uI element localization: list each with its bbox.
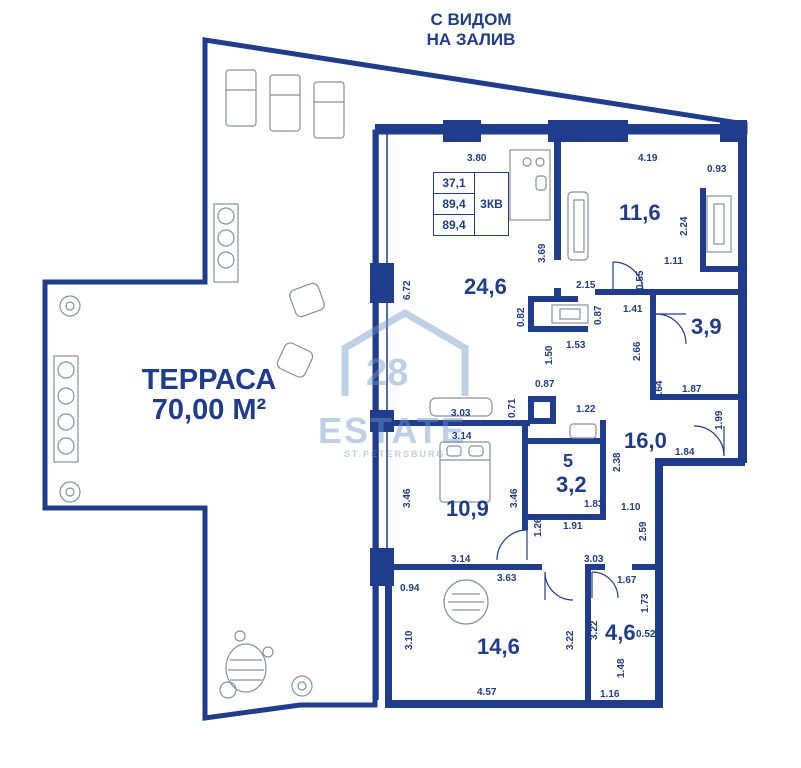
- dimension-label: 1.11: [664, 256, 683, 267]
- dimension-label: 2.66: [632, 341, 643, 361]
- room-area-bath: 3,2: [556, 472, 587, 497]
- dimension-label: 1.10: [621, 502, 641, 513]
- dimension-label: 1.73: [640, 593, 651, 613]
- plant-icon: [59, 295, 313, 697]
- terrace-name: ТЕРРАСА: [141, 364, 277, 396]
- dimension-label: 0.52: [636, 629, 656, 640]
- apartment-type: 3КВ: [480, 197, 503, 211]
- dimension-label: 3.22: [565, 630, 576, 650]
- sun-lounger-icon: [225, 69, 345, 139]
- washbasin-icon: [569, 423, 597, 439]
- view-caption: С ВИДОМ НА ЗАЛИВ: [416, 10, 526, 51]
- dimension-label: 1.67: [617, 575, 637, 586]
- lounge-set-icon: [219, 630, 274, 699]
- tv-stand-icon: [429, 397, 493, 417]
- bed-icon: [439, 441, 491, 503]
- room-area-hall: 16,0: [624, 428, 667, 453]
- room-area-bedroom-ne: 11,6: [619, 200, 661, 225]
- dimension-label: 0.93: [707, 164, 727, 175]
- door-swings: [496, 261, 725, 601]
- outer-walls: [370, 120, 747, 708]
- room-area-bath-ne: 3,9: [691, 314, 722, 339]
- stove-icon: [522, 157, 532, 167]
- terrace-label: ТЕРРАСА 70,00 М²: [124, 365, 294, 426]
- room-area-wc: 4,6: [605, 620, 636, 645]
- dimension-label: 3.46: [509, 488, 520, 508]
- furniture: [53, 69, 732, 699]
- room-area-bedroom-mid: 10,9: [446, 496, 489, 521]
- dimension-label: 0.87: [535, 379, 555, 390]
- dimension-label: 1.26: [533, 517, 544, 537]
- windows: [377, 128, 720, 700]
- dimension-label: 4.57: [477, 687, 497, 698]
- dimension-label: 1.41: [623, 304, 643, 315]
- dimension-label: 3.80: [467, 153, 487, 164]
- dimension-label: 6.72: [402, 280, 413, 300]
- info-row: 89,4: [442, 218, 466, 232]
- info-row: 37,1: [434, 173, 474, 194]
- dimension-label: 1.91: [563, 521, 583, 532]
- dimension-label: 1.53: [566, 340, 586, 351]
- dimension-label: 2.59: [638, 521, 649, 541]
- watermark-name: ESTATE: [318, 410, 467, 451]
- interior-walls: [392, 140, 745, 704]
- dimension-label: 1.48: [616, 658, 627, 678]
- dimension-label: 2.38: [612, 452, 623, 472]
- dimension-label: 0.87: [593, 305, 604, 325]
- dimension-label: 3.14: [451, 554, 471, 565]
- dimension-label: 4.19: [638, 153, 658, 164]
- dimension-label: 3.10: [404, 630, 415, 650]
- watermark-logo: [341, 308, 469, 396]
- watermark-city: ST.PETERSBURG: [344, 449, 446, 459]
- dimension-label: 3.22: [589, 620, 600, 640]
- room-area-bedroom-sw: 14,6: [477, 634, 520, 659]
- watermark-number: 28: [366, 352, 409, 394]
- dimension-label: 0.64: [654, 380, 665, 400]
- dining-table-icon: [443, 579, 489, 625]
- dimension-label: 0.94: [400, 583, 420, 594]
- room-number-bath: 5: [563, 451, 574, 471]
- dimension-label: 2.15: [576, 280, 596, 291]
- dimension-label: 1.83: [584, 499, 604, 510]
- dimension-label: 3.46: [402, 488, 413, 508]
- terrace-area: 70,00 М²: [151, 394, 267, 427]
- dimension-label: 0.55: [635, 270, 646, 290]
- dimension-label: 2.24: [679, 216, 690, 236]
- dimension-label: 1.84: [675, 447, 695, 458]
- cabinet-icon: [551, 304, 589, 324]
- dimension-label: 1.22: [576, 404, 596, 415]
- dimension-label: 3.14: [452, 431, 472, 442]
- dimension-label: 1.16: [600, 689, 620, 700]
- room-area-living: 24,6: [464, 274, 507, 299]
- dimension-label: 0.82: [516, 307, 527, 327]
- wardrobe-icon: [706, 195, 732, 253]
- apartment-info-box: 37,1 89,4 89,4 3КВ: [433, 172, 509, 236]
- dimension-label: 0.71: [507, 398, 518, 418]
- sofa-icon: [567, 191, 589, 261]
- dimension-label: 3.63: [497, 573, 517, 584]
- dimension-label: 1.87: [682, 384, 702, 395]
- sink-icon: [535, 175, 547, 191]
- view-caption-line1: С ВИДОМ: [430, 10, 512, 29]
- dimension-label: 1.99: [714, 410, 725, 430]
- armchair-icon: [276, 282, 325, 378]
- dimension-label: 3.03: [584, 554, 604, 565]
- dimension-label: 3.03: [451, 408, 471, 419]
- kitchen-counter-icon: [509, 149, 551, 221]
- dimension-label: 1.50: [544, 345, 555, 365]
- view-caption-line2: НА ЗАЛИВ: [426, 30, 516, 50]
- planter-icon: [53, 203, 239, 463]
- dimension-label: 3.69: [537, 243, 548, 263]
- info-row: 89,4: [434, 194, 474, 215]
